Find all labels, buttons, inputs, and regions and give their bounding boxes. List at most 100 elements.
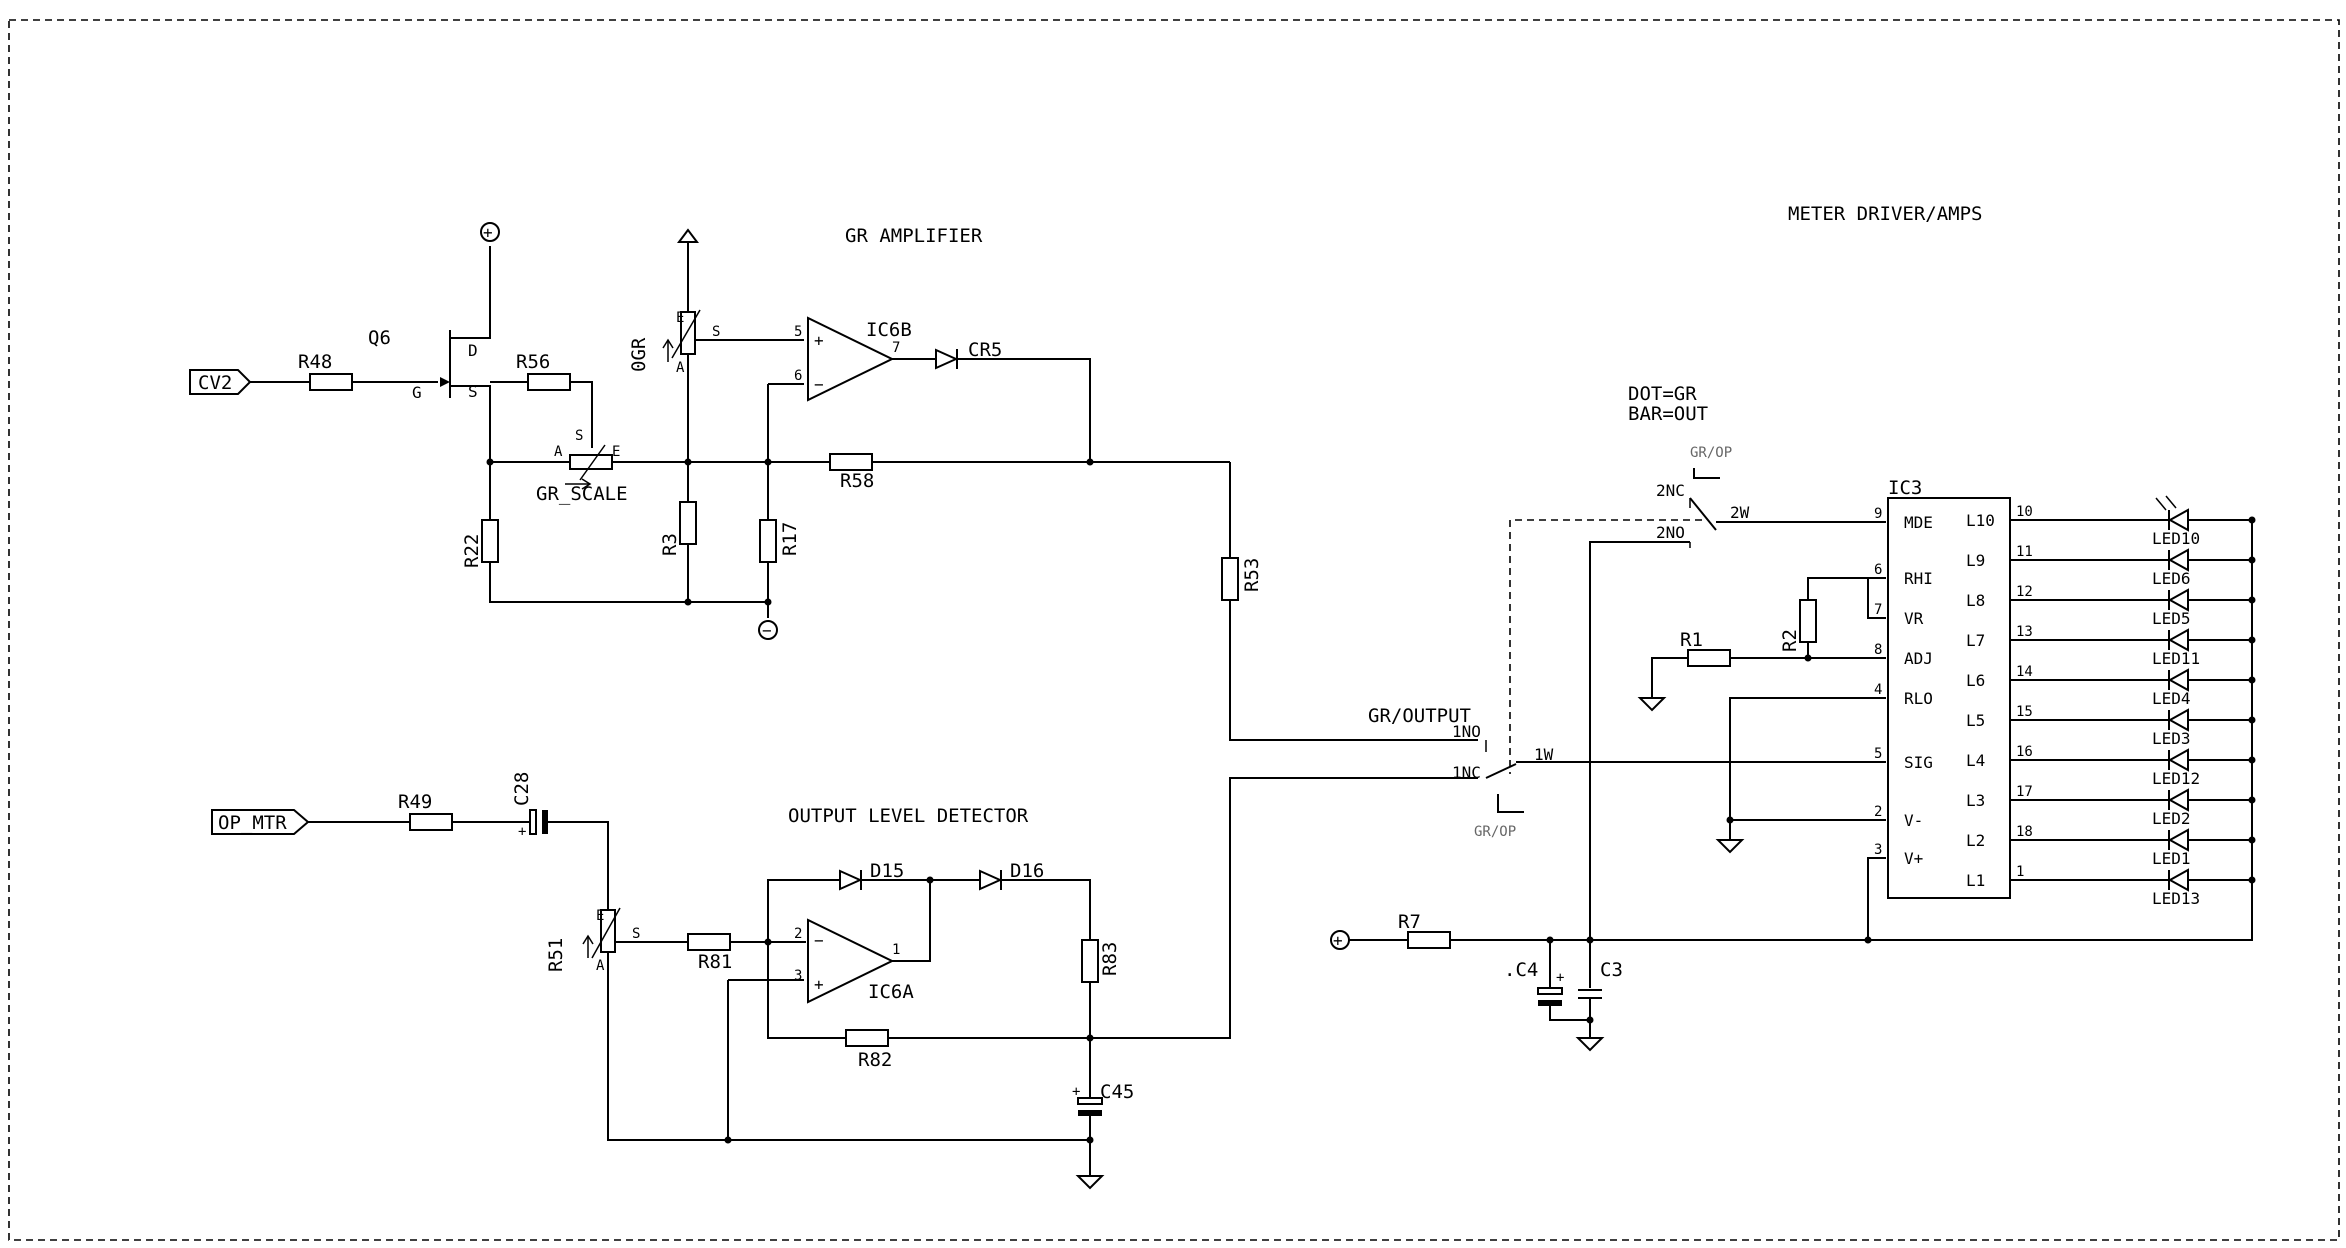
- ic3-pin-name: L9: [1966, 551, 1985, 570]
- r3-label: R3: [659, 533, 681, 556]
- ic3-pin-number: 1: [2016, 864, 2024, 880]
- ic3-pin-number: 16: [2016, 744, 2033, 760]
- gr-op-switch-upper[interactable]: GR/OP 2NC 2NO 2W: [1656, 445, 1750, 548]
- d15-diode: [839, 869, 863, 891]
- svg-text:6: 6: [794, 368, 802, 384]
- ic3-pin-number: 2: [1874, 804, 1882, 820]
- dot-gr-note: DOT=GR: [1628, 383, 1697, 405]
- ic3-pin-number: 12: [2016, 584, 2033, 600]
- gr-output-note: GR/OUTPUT: [1368, 705, 1471, 727]
- ic3-pin-name: L4: [1966, 751, 1985, 770]
- svg-text:1NO: 1NO: [1452, 722, 1481, 741]
- ic6b-label: IC6B: [866, 319, 912, 341]
- ground-icon: [1575, 1037, 1605, 1052]
- svg-text:A: A: [554, 444, 563, 460]
- op-mtr-label: OP_MTR: [218, 812, 287, 834]
- svg-text:A: A: [676, 360, 685, 376]
- svg-text:2NO: 2NO: [1656, 523, 1685, 542]
- svg-text:+: +: [1072, 1084, 1080, 1100]
- ic3-pin-number: 6: [1874, 562, 1882, 578]
- r2-resistor: [1799, 599, 1817, 643]
- cr5-label: CR5: [968, 339, 1002, 361]
- led-label: LED5: [2152, 609, 2191, 628]
- cv2-port: CV2: [189, 369, 252, 395]
- c4-capacitor: [1537, 987, 1563, 995]
- ic3-pin-number: 13: [2016, 624, 2033, 640]
- svg-text:+: +: [814, 975, 824, 994]
- r58-resistor: [829, 453, 873, 471]
- op-mtr-port: OP_MTR: [211, 809, 310, 835]
- svg-text:+: +: [518, 824, 526, 840]
- ic3-pin-number: 10: [2016, 504, 2033, 520]
- r1-label: R1: [1680, 629, 1703, 651]
- led-label: LED10: [2152, 529, 2200, 548]
- r53-resistor: [1221, 557, 1239, 601]
- svg-text:E: E: [596, 908, 604, 924]
- ic3-pin-number: 15: [2016, 704, 2033, 720]
- svg-text:5: 5: [794, 324, 802, 340]
- ic3-pin-number: 4: [1874, 682, 1882, 698]
- r58-label: R58: [840, 470, 874, 492]
- led-label: LED3: [2152, 729, 2191, 748]
- ic3-pin-name: L7: [1966, 631, 1985, 650]
- r49-resistor: [409, 813, 453, 831]
- q6-label: Q6: [368, 327, 391, 349]
- output-level-detector-title: OUTPUT LEVEL DETECTOR: [788, 805, 1029, 827]
- svg-text:2: 2: [794, 926, 802, 942]
- svg-text:1W: 1W: [1534, 745, 1554, 764]
- ic3-pin-name: L10: [1966, 511, 1995, 530]
- svg-text:E: E: [676, 310, 684, 326]
- led-label: LED6: [2152, 569, 2191, 588]
- c45-capacitor: [1077, 1097, 1103, 1105]
- led-label: LED11: [2152, 649, 2200, 668]
- ic3-pin-number: 8: [1874, 642, 1882, 658]
- led-diode-icon: [2167, 548, 2189, 572]
- r17-resistor: [759, 519, 777, 563]
- svg-text:7: 7: [892, 340, 900, 356]
- led-array: LED10LED6LED5LED11LED4LED3LED12LED2LED1L…: [2152, 495, 2256, 908]
- svg-text:S: S: [575, 428, 583, 444]
- r82-label: R82: [858, 1049, 892, 1071]
- r22-label: R22: [461, 534, 483, 568]
- ic3-pin-name: ADJ: [1904, 649, 1933, 668]
- led-label: LED13: [2152, 889, 2200, 908]
- gr-scale-trimpot: [569, 454, 613, 470]
- svg-text:1NC: 1NC: [1452, 763, 1481, 782]
- led-diode-icon: [2167, 788, 2189, 812]
- gr-scale-label: GR_SCALE: [536, 483, 628, 505]
- ic3-pin-name: L1: [1966, 871, 1985, 890]
- c28-capacitor: [529, 809, 537, 835]
- svg-text:D: D: [468, 341, 478, 360]
- r81-label: R81: [698, 951, 732, 973]
- svg-text:1: 1: [892, 942, 900, 958]
- ground-icon: [1637, 697, 1667, 712]
- r48-label: R48: [298, 351, 332, 373]
- ic3-pin-name: L8: [1966, 591, 1985, 610]
- c28-label: C28: [511, 772, 533, 806]
- ic3-pin-name: RLO: [1904, 689, 1933, 708]
- positive-supply-icon: [480, 222, 500, 242]
- gr-output-switch-lower[interactable]: 1NO 1NC 1W GR/OP: [1452, 722, 1554, 840]
- svg-text:2W: 2W: [1730, 503, 1750, 522]
- svg-text:S: S: [632, 926, 640, 942]
- r48-resistor: [309, 373, 353, 391]
- led-diode-icon: [2167, 748, 2189, 772]
- led-label: LED1: [2152, 849, 2191, 868]
- ic3-pin-name: SIG: [1904, 753, 1933, 772]
- ic3-pin-name: L5: [1966, 711, 1985, 730]
- r3-resistor: [679, 501, 697, 545]
- led-diode-icon: [2167, 628, 2189, 652]
- r56-label: R56: [516, 351, 550, 373]
- svg-text:S: S: [468, 382, 478, 401]
- ic3-pin-name: MDE: [1904, 513, 1933, 532]
- led-diode-icon: [2167, 708, 2189, 732]
- sheet-border: [8, 19, 2340, 1241]
- ic3-pin-number: 7: [1874, 602, 1882, 618]
- cr5-diode: [935, 348, 959, 370]
- svg-text:GR/OP: GR/OP: [1690, 445, 1732, 461]
- r83-label: R83: [1099, 942, 1121, 976]
- svg-text:G: G: [412, 383, 422, 402]
- c4-label: .C4: [1504, 959, 1538, 981]
